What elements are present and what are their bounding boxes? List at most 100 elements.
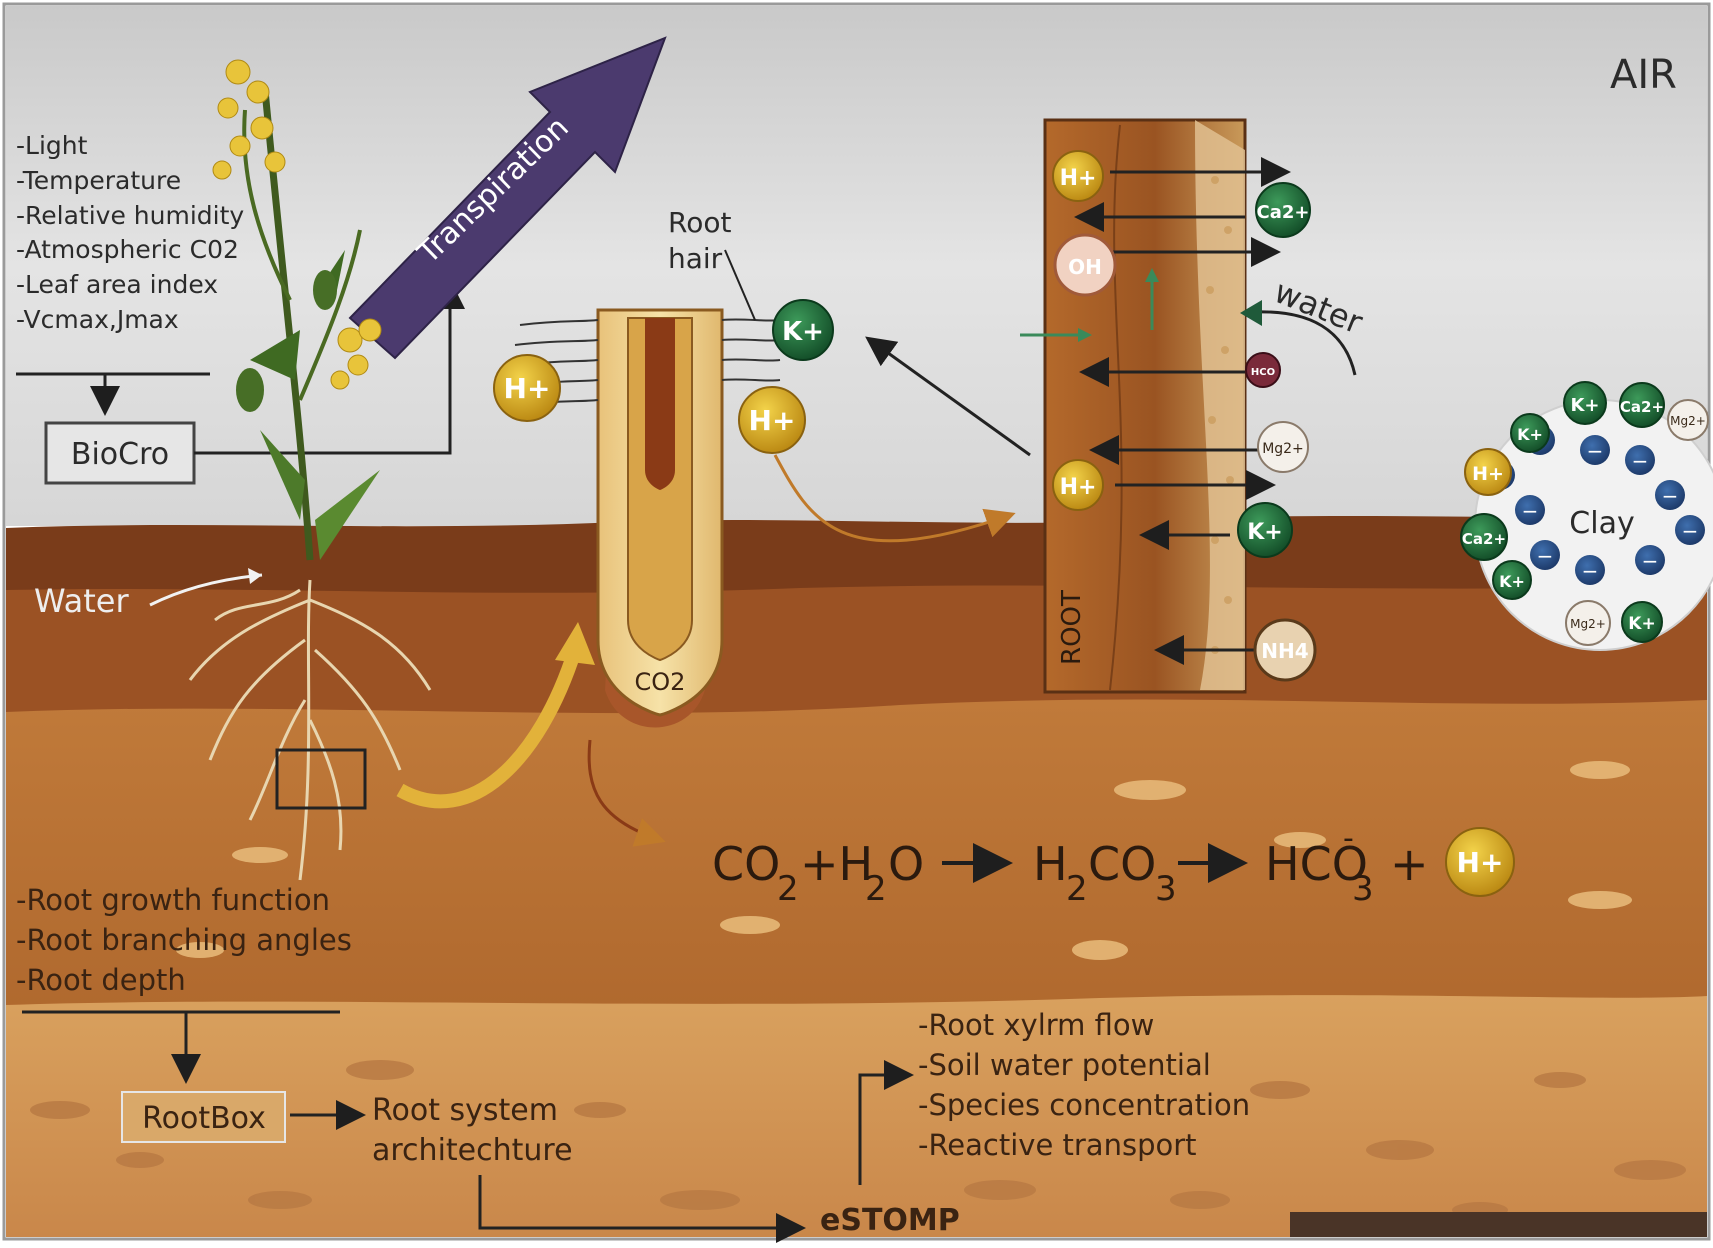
- clay-label: Clay: [1569, 506, 1634, 541]
- eq-h2o-sub: 2: [865, 869, 887, 909]
- plant-inputs-list: -Light -Temperature -Relative humidity -…: [16, 131, 244, 334]
- svg-text:HCO: HCO: [1251, 367, 1275, 378]
- neg-charge: −: [1575, 555, 1605, 585]
- svg-text:H+: H+: [1472, 463, 1504, 485]
- plant-input-temperature: -Temperature: [16, 166, 181, 195]
- plant-input-vcmax: -Vcmax,Jmax: [16, 305, 179, 334]
- eq-h2co3-sub1: 2: [1066, 869, 1088, 909]
- svg-text:−: −: [1682, 519, 1699, 543]
- root-param-growth: -Root growth function: [16, 883, 330, 917]
- clay-adsorbed-ions: K+ Ca2+ Mg2+ K+ H+ Ca2+ K+ Mg2+ K+: [1460, 381, 1709, 646]
- svg-text:−: −: [1582, 559, 1599, 583]
- svg-text:K+: K+: [782, 317, 824, 347]
- estomp-param-species: -Species concentration: [918, 1088, 1250, 1122]
- air-label: AIR: [1610, 52, 1677, 98]
- air-background: [6, 6, 1707, 526]
- svg-text:H+: H+: [504, 372, 551, 405]
- root-zoom-box: [275, 748, 367, 810]
- eq-co: CO: [712, 837, 780, 891]
- neg-charge: −: [1675, 515, 1705, 545]
- root-section-panel: ROOT: [1043, 118, 1247, 694]
- svg-text:−: −: [1587, 439, 1604, 463]
- eq-plus: +: [1390, 837, 1429, 891]
- svg-text:Ca2+: Ca2+: [1257, 202, 1310, 223]
- ion-mg-root: Mg2+: [1257, 421, 1309, 473]
- root-hair-pointer: [724, 249, 756, 321]
- ion-k-clay: K+: [1563, 381, 1607, 425]
- root-hair-label-2: hair: [668, 242, 723, 275]
- ion-k-clay-bottom-left: K+: [1492, 560, 1532, 600]
- svg-text:OH: OH: [1068, 255, 1102, 279]
- estomp-params-list: -Root xylrm flow -Soil water potential -…: [918, 1008, 1250, 1162]
- green-flow-arrow-h-head: [1078, 328, 1092, 342]
- water-arrow-head: [248, 568, 262, 584]
- svg-text:Mg2+: Mg2+: [1670, 414, 1706, 428]
- ion-k-roottip: K+: [772, 299, 834, 361]
- root-label: ROOT: [1057, 590, 1087, 665]
- ion-h-root-mid: H+: [1052, 459, 1104, 511]
- water-label: Water: [34, 582, 129, 620]
- svg-text:−: −: [1642, 549, 1659, 573]
- rootbox-label: RootBox: [142, 1101, 266, 1136]
- deep-soil-layer: [6, 995, 1707, 1237]
- svg-text:−: −: [1537, 544, 1554, 568]
- svg-text:−: −: [1522, 499, 1539, 523]
- ion-k-root: K+: [1237, 502, 1293, 558]
- biocro-label: BioCro: [71, 437, 169, 472]
- ion-h-root-top: H+: [1052, 150, 1104, 202]
- ion-ca-clay: Ca2+: [1619, 382, 1665, 428]
- neg-charge: −: [1625, 445, 1655, 475]
- svg-text:Mg2+: Mg2+: [1262, 441, 1304, 457]
- neg-charge: −: [1515, 495, 1545, 525]
- bottom-dark-bar: [1290, 1212, 1707, 1237]
- plant-input-light: -Light: [16, 131, 88, 160]
- estomp-param-transport: -Reactive transport: [918, 1128, 1197, 1162]
- ion-h-roottip-left: H+: [493, 354, 561, 422]
- estomp-param-potential: -Soil water potential: [918, 1048, 1211, 1082]
- plant-input-co2: -Atmospheric C02: [16, 235, 239, 264]
- svg-text:−: −: [1662, 484, 1679, 508]
- mid-soil-layer: [6, 699, 1707, 1010]
- neg-charge: −: [1580, 435, 1610, 465]
- ion-ca-clay-left: Ca2+: [1460, 513, 1508, 561]
- svg-text:Mg2+: Mg2+: [1570, 617, 1606, 631]
- ion-mg-clay-top: Mg2+: [1667, 399, 1709, 441]
- biocro-box: [44, 421, 196, 485]
- eq-h2co3-sub2: 3: [1155, 869, 1177, 909]
- ion-hco-root: HCO: [1245, 352, 1281, 388]
- ion-mg-clay-bottom: Mg2+: [1565, 600, 1611, 646]
- plant-illustration: [188, 59, 432, 881]
- estomp-label: eSTOMP: [820, 1203, 960, 1238]
- ion-h-roottip-right: H+: [738, 386, 806, 454]
- co2-label: CO2: [635, 668, 686, 696]
- eq-hco3-sub: 3: [1352, 869, 1374, 909]
- deep-soil-pebbles: [30, 1060, 1686, 1218]
- eq-hco3-sup: -: [1343, 821, 1354, 856]
- svg-text:K+: K+: [1499, 572, 1525, 591]
- ion-k-clay-left: K+: [1510, 413, 1550, 453]
- eq-hco3: HCO: [1265, 837, 1368, 891]
- root-exchange-arrows: [1074, 157, 1291, 665]
- ion-h-equation: H+: [1445, 827, 1515, 897]
- ion-oh-root: OH: [1053, 233, 1117, 297]
- plant-input-humidity: -Relative humidity: [16, 201, 244, 230]
- root-param-angles: -Root branching angles: [16, 923, 352, 957]
- svg-text:K+: K+: [1628, 614, 1655, 634]
- neg-charge: −: [1530, 540, 1560, 570]
- svg-text:H+: H+: [1060, 166, 1097, 191]
- ion-k-clay-bottom: K+: [1621, 601, 1663, 643]
- root-hair-label-1: Root: [668, 206, 731, 239]
- root-system-label-2: architechture: [372, 1133, 573, 1168]
- eq-h2co3-co: CO: [1088, 837, 1156, 891]
- eq-h2co3-h: H: [1033, 837, 1068, 891]
- svg-text:H+: H+: [749, 404, 796, 437]
- green-flow-arrow-v-head: [1145, 268, 1159, 282]
- soil-pebbles: [176, 761, 1632, 960]
- eq-co-sub: 2: [777, 869, 799, 909]
- neg-charge: −: [1635, 545, 1665, 575]
- h-transfer-arrow: [773, 454, 1016, 543]
- svg-text:H+: H+: [1060, 475, 1097, 500]
- root-params-list: -Root growth function -Root branching an…: [16, 883, 352, 997]
- estomp-to-params-arrow: [858, 1060, 914, 1185]
- svg-text:NH4: NH4: [1261, 639, 1308, 663]
